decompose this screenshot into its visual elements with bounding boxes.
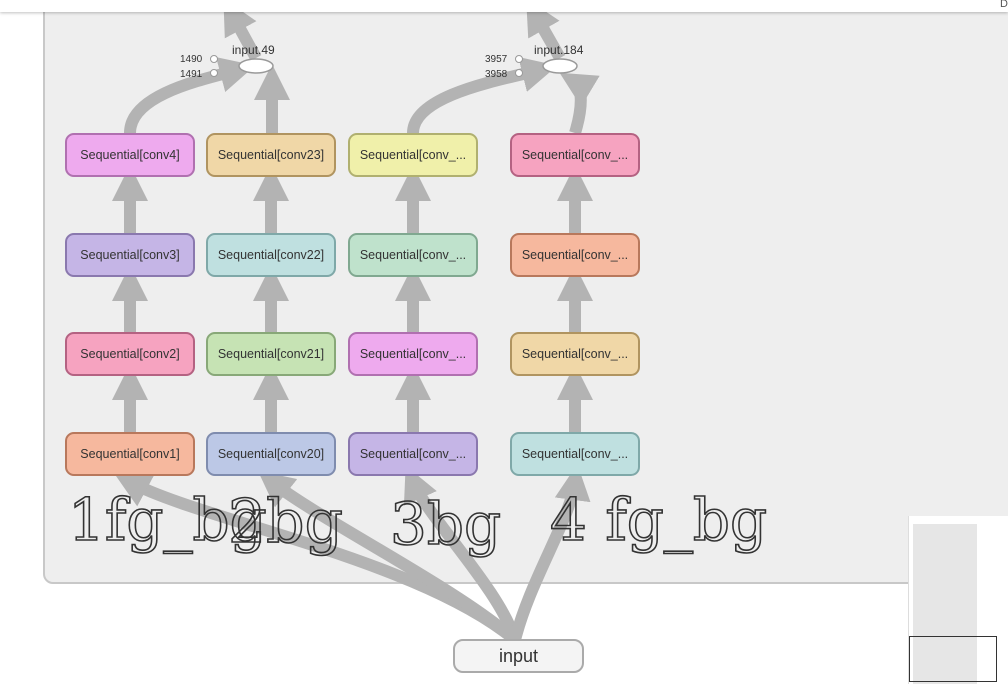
graph-edge	[403, 465, 521, 642]
minimap-content	[913, 524, 977, 684]
graph-node-label: Sequential[conv_...	[521, 148, 629, 162]
graph-node[interactable]: Sequential[conv3]	[65, 233, 195, 277]
graph-node-label: Sequential[conv4]	[80, 148, 180, 162]
minimap-viewport[interactable]	[909, 636, 997, 682]
graph-node[interactable]: Sequential[conv2]	[65, 332, 195, 376]
graph-node[interactable]: Sequential[conv_...	[510, 432, 640, 476]
graph-node[interactable]: Sequential[conv23]	[206, 133, 336, 177]
graph-node[interactable]: Sequential[conv20]	[206, 432, 336, 476]
graph-node[interactable]: Sequential[conv_...	[348, 233, 478, 277]
graph-node-label: Sequential[conv22]	[217, 248, 325, 262]
top-toolbar	[0, 0, 1008, 12]
graph-edge	[223, 0, 262, 61]
graph-edge	[526, 0, 566, 61]
op-node-ellipse	[238, 58, 274, 74]
graph-node[interactable]: Sequential[conv4]	[65, 133, 195, 177]
const-node-circle	[210, 69, 218, 77]
graph-node-label: Sequential[conv21]	[217, 347, 325, 361]
const-label: 1490	[180, 54, 203, 65]
graph-panel[interactable]	[43, 0, 1008, 584]
graph-edge	[114, 473, 519, 645]
graph-node-label: Sequential[conv_...	[359, 148, 467, 162]
corner-letter: D	[1000, 0, 1008, 10]
const-label: 3958	[485, 69, 508, 80]
graph-edge	[257, 470, 520, 645]
graph-node[interactable]: Sequential[conv_...	[348, 133, 478, 177]
graph-node-label: Sequential[conv_...	[359, 447, 467, 461]
graph-node-label: Sequential[conv3]	[80, 248, 180, 262]
const-node-circle	[210, 55, 218, 63]
graph-node[interactable]: Sequential[conv_...	[510, 233, 640, 277]
graph-node[interactable]: Sequential[conv1]	[65, 432, 195, 476]
graph-node[interactable]: Sequential[conv22]	[206, 233, 336, 277]
const-label: 1491	[180, 69, 203, 80]
const-node-circle	[515, 69, 523, 77]
graph-edge	[509, 464, 591, 642]
op-shapes	[210, 55, 578, 77]
graph-edge	[407, 56, 558, 134]
graph-node-label: Sequential[conv_...	[521, 347, 629, 361]
op-label-input-49: input.49	[232, 43, 275, 57]
graph-node[interactable]: Sequential[conv_...	[510, 133, 640, 177]
graph-node-label: Sequential[conv20]	[217, 447, 325, 461]
graph-node[interactable]: Sequential[conv_...	[348, 332, 478, 376]
graph-node-label: Sequential[conv_...	[359, 347, 467, 361]
input-node[interactable]: input	[453, 639, 584, 673]
graph-node-label: Sequential[conv_...	[521, 248, 629, 262]
minimap[interactable]	[908, 516, 1008, 684]
const-label: 3957	[485, 54, 508, 65]
graph-node-label: Sequential[conv23]	[217, 148, 325, 162]
graph-node-label: Sequential[conv_...	[359, 248, 467, 262]
op-node-ellipse	[542, 58, 578, 74]
op-label-input-184: input.184	[534, 43, 584, 57]
graph-node-label: Sequential[conv2]	[80, 347, 180, 361]
graph-edge	[559, 72, 600, 135]
graph-edge	[124, 57, 256, 134]
graph-node[interactable]: Sequential[conv21]	[206, 332, 336, 376]
graph-node-label: Sequential[conv1]	[80, 447, 180, 461]
graph-node[interactable]: Sequential[conv_...	[510, 332, 640, 376]
graph-node[interactable]: Sequential[conv_...	[348, 432, 478, 476]
graph-node-label: Sequential[conv_...	[521, 447, 629, 461]
const-node-circle	[515, 55, 523, 63]
